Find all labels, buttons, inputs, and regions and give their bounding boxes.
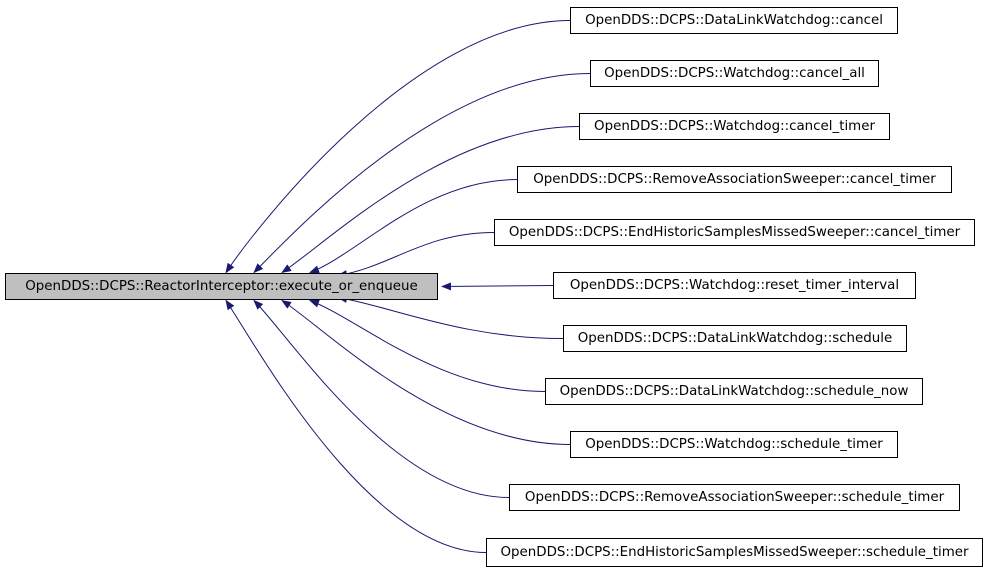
- caller-node-watchdog-schedule-timer[interactable]: OpenDDS::DCPS::Watchdog::schedule_timer: [570, 431, 898, 458]
- call-edge: [225, 20, 571, 274]
- call-edge: [281, 126, 580, 274]
- call-edge: [441, 282, 554, 291]
- call-edge: [253, 73, 591, 274]
- call-edge: [337, 232, 495, 278]
- call-edge: [281, 299, 571, 445]
- caller-node-removeassociationsweeper-cancel-timer[interactable]: OpenDDS::DCPS::RemoveAssociationSweeper:…: [517, 166, 952, 193]
- caller-node-watchdog-cancel-timer[interactable]: OpenDDS::DCPS::Watchdog::cancel_timer: [579, 113, 890, 140]
- root-node-label: OpenDDS::DCPS::ReactorInterceptor::execu…: [25, 279, 418, 294]
- caller-node-watchdog-reset-timer-interval[interactable]: OpenDDS::DCPS::Watchdog::reset_timer_int…: [553, 272, 916, 299]
- caller-node-label: OpenDDS::DCPS::EndHistoricSamplesMissedS…: [508, 225, 961, 240]
- caller-node-label: OpenDDS::DCPS::Watchdog::reset_timer_int…: [569, 278, 900, 293]
- call-edge: [253, 299, 510, 498]
- caller-node-endhistoricsamplesmissedsweeper-schedule-timer[interactable]: OpenDDS::DCPS::EndHistoricSamplesMissedS…: [486, 538, 983, 567]
- caller-node-endhistoricsamplesmissedsweeper-cancel-timer[interactable]: OpenDDS::DCPS::EndHistoricSamplesMissedS…: [494, 219, 975, 246]
- caller-node-label: OpenDDS::DCPS::RemoveAssociationSweeper:…: [533, 172, 936, 187]
- caller-node-watchdog-cancel-all[interactable]: OpenDDS::DCPS::Watchdog::cancel_all: [590, 60, 879, 87]
- caller-node-label: OpenDDS::DCPS::Watchdog::cancel_all: [604, 66, 865, 81]
- caller-node-label: OpenDDS::DCPS::Watchdog::schedule_timer: [585, 437, 883, 452]
- caller-node-label: OpenDDS::DCPS::Watchdog::cancel_timer: [594, 119, 875, 134]
- call-edge: [337, 295, 564, 339]
- root-node-execute-or-enqueue[interactable]: OpenDDS::DCPS::ReactorInterceptor::execu…: [5, 273, 438, 300]
- caller-node-label: OpenDDS::DCPS::RemoveAssociationSweeper:…: [524, 490, 945, 505]
- call-edge: [309, 179, 518, 274]
- caller-node-label: OpenDDS::DCPS::DataLinkWatchdog::schedul…: [559, 384, 909, 399]
- call-edge: [225, 299, 487, 553]
- caller-node-datalinkwatchdog-schedule[interactable]: OpenDDS::DCPS::DataLinkWatchdog::schedul…: [563, 325, 907, 352]
- call-edge: [309, 299, 546, 392]
- caller-node-removeassociationsweeper-schedule-timer[interactable]: OpenDDS::DCPS::RemoveAssociationSweeper:…: [509, 484, 960, 511]
- caller-node-label: OpenDDS::DCPS::DataLinkWatchdog::schedul…: [577, 331, 893, 346]
- caller-node-label: OpenDDS::DCPS::DataLinkWatchdog::cancel: [585, 13, 883, 28]
- caller-node-label: OpenDDS::DCPS::EndHistoricSamplesMissedS…: [500, 545, 969, 560]
- caller-node-datalinkwatchdog-schedule-now[interactable]: OpenDDS::DCPS::DataLinkWatchdog::schedul…: [545, 378, 923, 405]
- caller-node-datalinkwatchdog-cancel[interactable]: OpenDDS::DCPS::DataLinkWatchdog::cancel: [570, 7, 898, 34]
